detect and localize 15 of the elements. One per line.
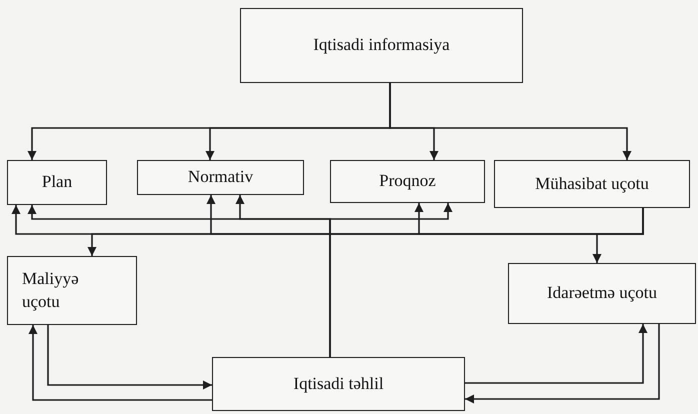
arrow xyxy=(28,325,212,401)
process-box: Iqtisadi təhlil xyxy=(212,357,465,411)
arrow xyxy=(47,325,212,390)
arrow xyxy=(465,324,648,384)
process-box: Proqnoz xyxy=(330,160,485,203)
process-box: Mühasibat uçotu xyxy=(494,160,690,208)
arrow xyxy=(465,324,660,404)
process-box: Normativ xyxy=(137,160,304,195)
process-box: Plan xyxy=(7,160,107,205)
arrow xyxy=(389,83,632,160)
arrow xyxy=(592,208,644,263)
arrow xyxy=(329,203,452,357)
process-box: Maliyyə uçotu xyxy=(7,256,137,325)
process-box: Idarəetmə uçotu xyxy=(508,263,696,324)
process-box: Iqtisadi informasiya xyxy=(240,8,523,83)
